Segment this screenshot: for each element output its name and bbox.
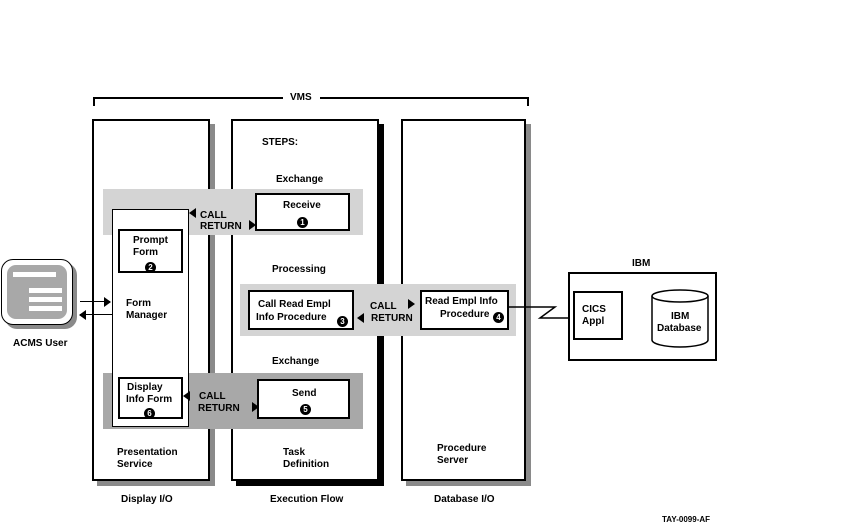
prompt-form-label-2: Form: [133, 247, 158, 258]
display-info-form-label-2: Info Form: [126, 394, 173, 405]
figure-id: TAY-0099-AF: [662, 515, 711, 524]
call-read-empl-label-2: Info Procedure: [256, 312, 327, 323]
exchange-label-2: Exchange: [272, 356, 320, 367]
presentation-service-label-2: Service: [117, 459, 153, 470]
user-to-form-manager-arrow: [104, 297, 111, 307]
vms-bracket-line-left: [93, 97, 283, 99]
step-number-3: 3: [337, 313, 348, 331]
ibm-database-label-2: Database: [657, 323, 702, 334]
return-label-1: RETURN: [200, 221, 242, 232]
call-label-3: CALL: [199, 391, 226, 402]
vms-label: VMS: [290, 92, 312, 103]
receive-step-box: [255, 193, 350, 231]
return-arrow-1: [249, 220, 256, 230]
step-number-1: 1: [297, 214, 308, 232]
display-info-form-label-1: Display: [127, 382, 163, 393]
cics-appl-box: [573, 291, 623, 340]
execution-flow-caption: Execution Flow: [270, 494, 344, 505]
step-number-6: 6: [144, 405, 155, 423]
read-empl-procedure-box: [420, 290, 509, 330]
form-manager-label-1: Form: [126, 298, 151, 309]
step-number-2: 2: [145, 259, 156, 277]
processing-label: Processing: [272, 264, 326, 275]
return-arrow-2: [357, 313, 364, 323]
call-label-1: CALL: [200, 210, 227, 221]
call-arrow-2: [408, 299, 415, 309]
task-definition-label-1: Task: [283, 447, 306, 458]
procedure-to-cics-link: [509, 306, 574, 319]
call-label-2: CALL: [370, 301, 397, 312]
vms-bracket-line-right: [320, 97, 529, 99]
presentation-service-label-1: Presentation: [117, 447, 178, 458]
form-manager-to-user-line: [80, 314, 112, 315]
task-definition-label-2: Definition: [283, 459, 330, 470]
user-to-form-manager-line: [80, 301, 110, 302]
prompt-form-label-1: Prompt: [133, 235, 168, 246]
database-io-caption: Database I/O: [434, 494, 495, 505]
send-label: Send: [292, 388, 317, 399]
read-empl-procedure-label-1: Read Empl Info: [425, 296, 498, 307]
ibm-label: IBM: [632, 258, 651, 269]
form-manager-label-2: Manager: [126, 310, 168, 321]
procedure-server-label-2: Server: [437, 455, 469, 466]
acms-user-icon: [1, 259, 77, 329]
exchange-label-1: Exchange: [276, 174, 324, 185]
cics-label-2: Appl: [582, 316, 605, 327]
steps-label: STEPS:: [262, 137, 299, 148]
call-arrow-1: [189, 208, 196, 218]
step-number-4: 4: [493, 309, 504, 327]
vms-bracket-left: [93, 97, 95, 106]
return-arrow-3: [252, 402, 259, 412]
display-io-caption: Display I/O: [121, 494, 173, 505]
receive-label: Receive: [283, 200, 321, 211]
return-label-2: RETURN: [371, 313, 413, 324]
read-empl-procedure-label-2: Procedure: [440, 309, 490, 320]
form-manager-to-user-arrow: [79, 310, 86, 320]
return-label-3: RETURN: [198, 403, 240, 414]
ibm-database-label-1: IBM: [671, 311, 690, 322]
cics-label-1: CICS: [582, 304, 606, 315]
acms-user-label: ACMS User: [13, 338, 68, 349]
step-number-5: 5: [300, 401, 311, 419]
call-read-empl-box: [248, 290, 354, 330]
call-arrow-3: [183, 391, 190, 401]
ibm-database-icon: [651, 289, 709, 348]
vms-bracket-right: [527, 97, 529, 106]
procedure-server-label-1: Procedure: [437, 443, 487, 454]
call-read-empl-label-1: Call Read Empl: [258, 299, 331, 310]
